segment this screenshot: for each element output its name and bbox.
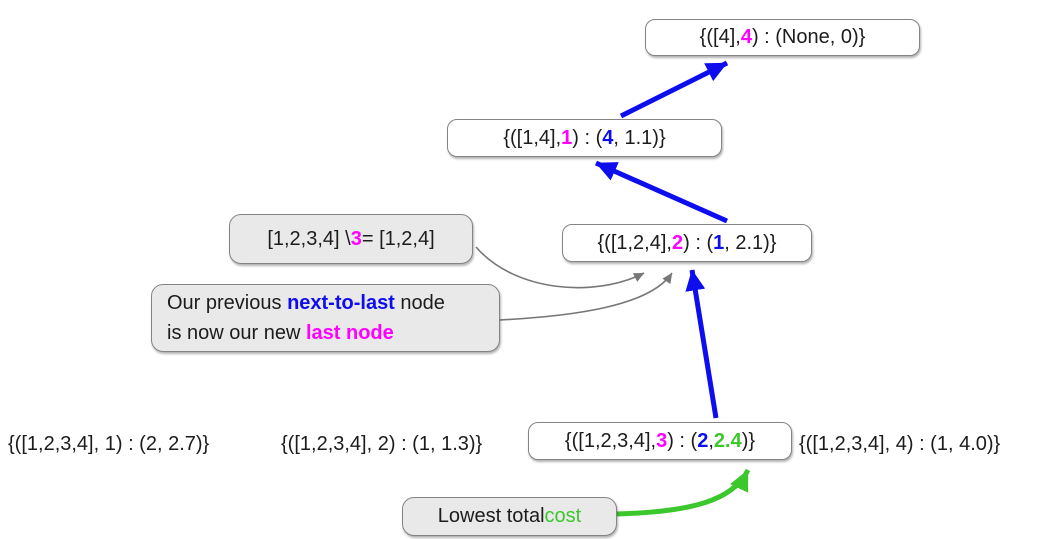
next-to-last-phrase: next-to-last (287, 292, 395, 314)
callout-line-2: is now our new last node (167, 318, 394, 348)
cost-word: cost (544, 505, 582, 527)
node-text: )} (741, 429, 756, 452)
blue-arrow-best-to-n124 (685, 269, 719, 419)
node-text: ) : ( (572, 126, 603, 149)
node-root-4: {([4], 4 ) : (None, 0)} (645, 19, 920, 56)
entry-text: {([1,2,3,4], 2) : (1, 1.3)} (281, 433, 483, 455)
next-to-last-value: 1 (713, 231, 725, 254)
callout-text: Our previous (167, 292, 288, 314)
entry-text: {([1,2,3,4], 1) : (2, 2.7)} (8, 433, 210, 455)
last-node-phrase: last node (305, 322, 394, 344)
gray-arrow-setminus-to-n124 (475, 246, 645, 289)
next-to-last-value: 4 (602, 126, 614, 149)
node-text: {([1,4], (503, 126, 562, 149)
callout-text: is now our new (167, 322, 306, 344)
last-node-value: 4 (740, 26, 752, 48)
callout-next-to-last-explanation: Our previous next-to-last node is now ou… (151, 284, 500, 352)
last-node-value: 1 (561, 126, 573, 149)
next-to-last-value: 2 (697, 429, 709, 452)
node-text: ) : ( (667, 429, 698, 452)
callout-text: Lowest total (437, 505, 545, 527)
node-1-4: {([1,4], 1 ) : (4, 1.1)} (447, 119, 722, 157)
last-node-value: 2 (671, 231, 684, 254)
node-text: , (708, 429, 714, 452)
node-text: {([1,2,4], (597, 231, 672, 254)
entry-text: {([1,2,3,4], 4) : (1, 4.0)} (799, 433, 1001, 455)
callout-lowest-total-cost: Lowest total cost (402, 497, 617, 536)
node-text: {([1,2,3,4], (564, 429, 657, 452)
last-node-value: 3 (656, 429, 668, 452)
node-text: ) : (None, 0)} (751, 26, 866, 48)
gray-arrow-explain-to-n124 (499, 272, 673, 321)
entry-1-2-3-4-last-2: {([1,2,3,4], 2) : (1, 1.3)} (281, 431, 482, 457)
callout-text: [1,2,3,4] \ (267, 227, 351, 250)
node-text: {([4], (699, 26, 741, 48)
blue-arrow-n124-to-n14 (594, 160, 729, 224)
entry-1-2-3-4-last-1: {([1,2,3,4], 1) : (2, 2.7)} (8, 431, 209, 457)
removed-node-value: 3 (350, 227, 362, 250)
green-arrow-lowestcost-to-best (615, 468, 751, 517)
callout-line-1: Our previous next-to-last node (167, 288, 445, 318)
blue-arrow-n14-to-root (619, 60, 729, 119)
node-1-2-3-4-best: {([1,2,3,4], 3 ) : (2, 2.4)} (528, 422, 792, 460)
callout-text: node (394, 292, 445, 314)
callout-text: = [1,2,4] (361, 227, 435, 250)
lowest-cost-value: 2.4 (713, 429, 742, 452)
node-text: , 2.1)} (724, 231, 777, 254)
node-1-2-4: {([1,2,4], 2 ) : (1, 2.1)} (562, 224, 812, 262)
node-text: , 1.1)} (613, 126, 666, 149)
entry-1-2-3-4-last-4: {([1,2,3,4], 4) : (1, 4.0)} (799, 431, 1000, 457)
callout-set-difference: [1,2,3,4] \ 3 = [1,2,4] (229, 214, 473, 264)
node-text: ) : ( (683, 231, 714, 254)
